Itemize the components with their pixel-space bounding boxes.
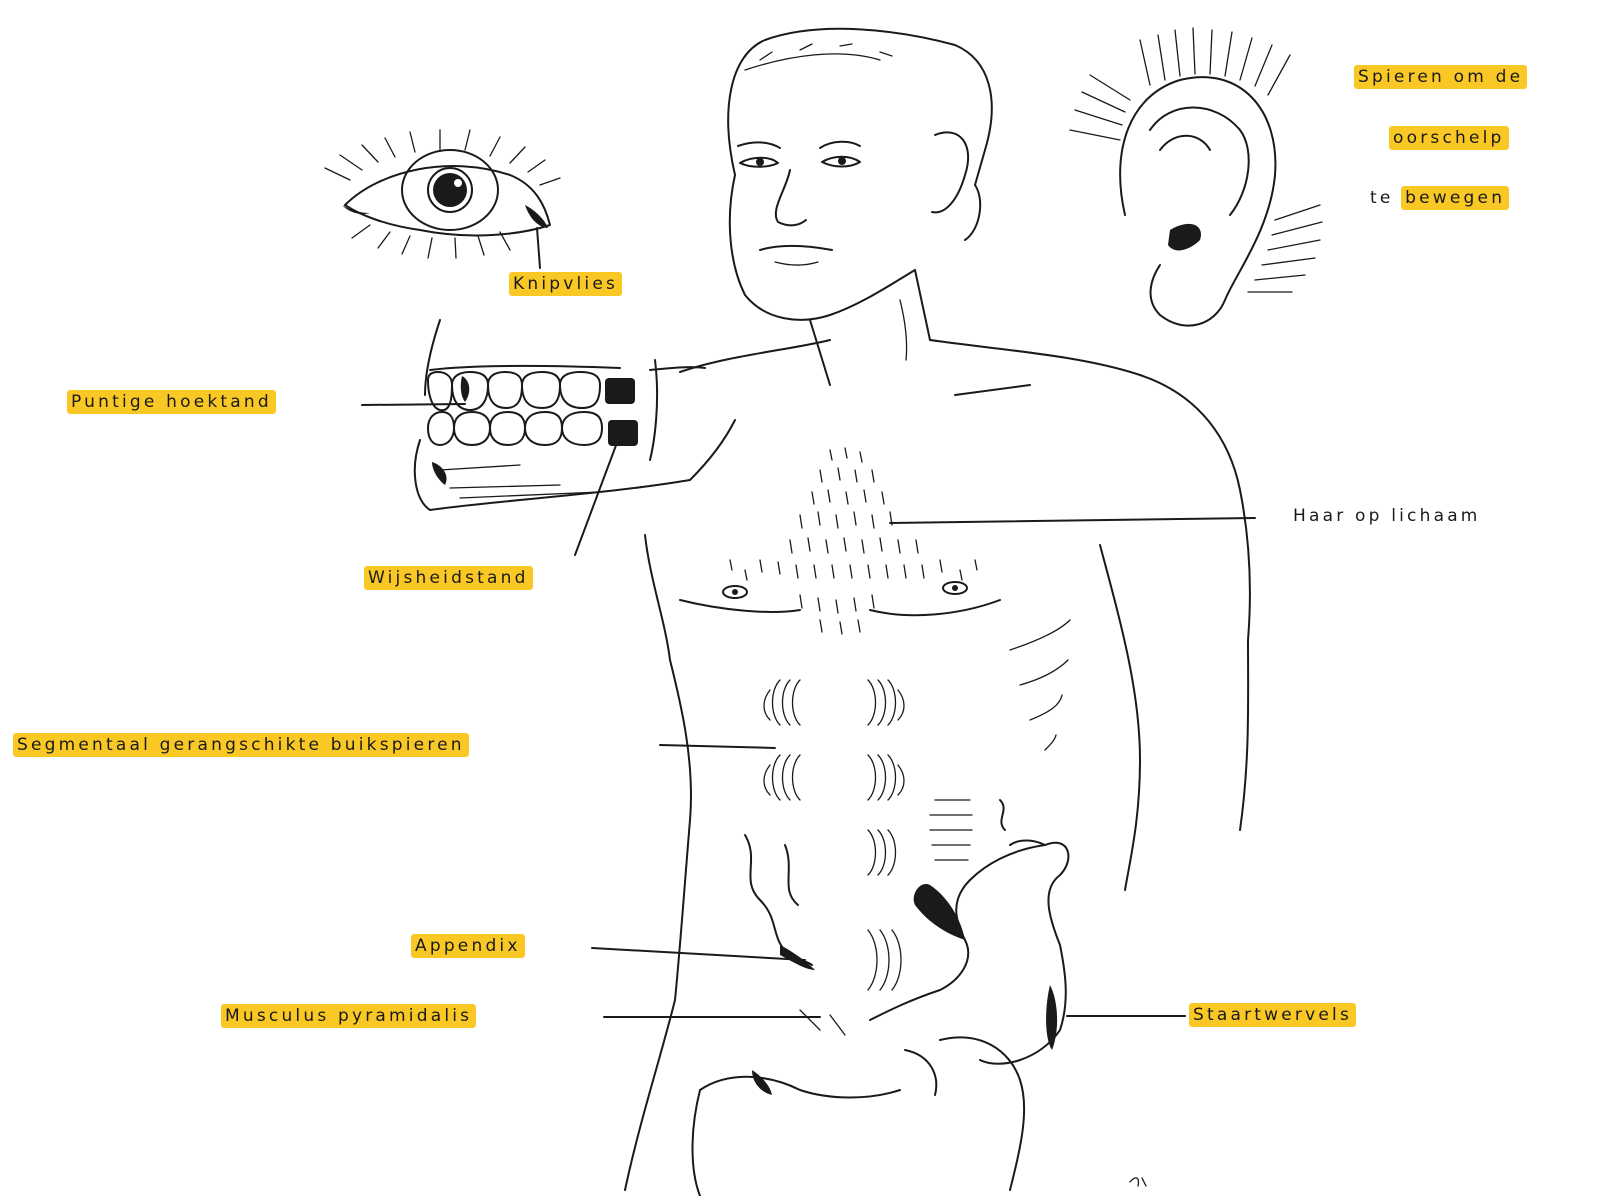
leader-haar: [890, 518, 1255, 523]
staartwervels-label: Staartwervels: [1190, 1004, 1355, 1026]
pyramidalis-text: Musculus pyramidalis: [222, 1005, 475, 1027]
haar-label: Haar op lichaam: [1293, 505, 1481, 527]
wijsheidstand-text: Wijsheidstand: [365, 567, 532, 589]
eye-illustration: [325, 130, 560, 258]
jaw-illustration: [415, 320, 735, 510]
haar-text: Haar op lichaam: [1293, 506, 1481, 526]
leader-knipvlies: [537, 228, 540, 268]
artist-mark: [1130, 1178, 1146, 1186]
leader-buikspieren: [660, 745, 775, 748]
head-illustration: [728, 29, 992, 385]
ear-label-3: te bewegen: [1370, 187, 1508, 209]
buikspieren-label: Segmentaal gerangschikte buikspieren: [14, 734, 468, 756]
ear-label-2: oorschelp: [1390, 127, 1508, 149]
staartwervels-text: Staartwervels: [1190, 1004, 1355, 1026]
chest-hair: [730, 448, 977, 634]
hoektand-label: Puntige hoektand: [68, 391, 275, 413]
hoektand-text: Puntige hoektand: [68, 391, 275, 413]
buikspieren-text: Segmentaal gerangschikte buikspieren: [14, 734, 468, 756]
ear-illustration: [1070, 28, 1322, 326]
knipvlies-label: Knipvlies: [510, 273, 621, 295]
pyramidalis-label: Musculus pyramidalis: [222, 1005, 475, 1027]
wijsheidstand-label: Wijsheidstand: [365, 567, 532, 589]
ear-label-line3-prefix: te: [1370, 188, 1394, 208]
knipvlies-text: Knipvlies: [510, 273, 621, 295]
ear-label-line3-word: bewegen: [1402, 187, 1508, 209]
appendix-label: Appendix: [412, 935, 524, 957]
leader-wijsheidstand: [575, 440, 618, 555]
pelvis-illustration: [693, 840, 1069, 1196]
appendix-text: Appendix: [412, 935, 524, 957]
ear-label-line2: oorschelp: [1390, 127, 1508, 149]
ear-label: Spieren om de: [1355, 66, 1595, 88]
leader-hoektand: [362, 404, 465, 405]
torso-illustration: [625, 340, 1250, 1190]
leader-appendix: [592, 948, 805, 960]
ear-label-line1: Spieren om de: [1355, 66, 1526, 88]
